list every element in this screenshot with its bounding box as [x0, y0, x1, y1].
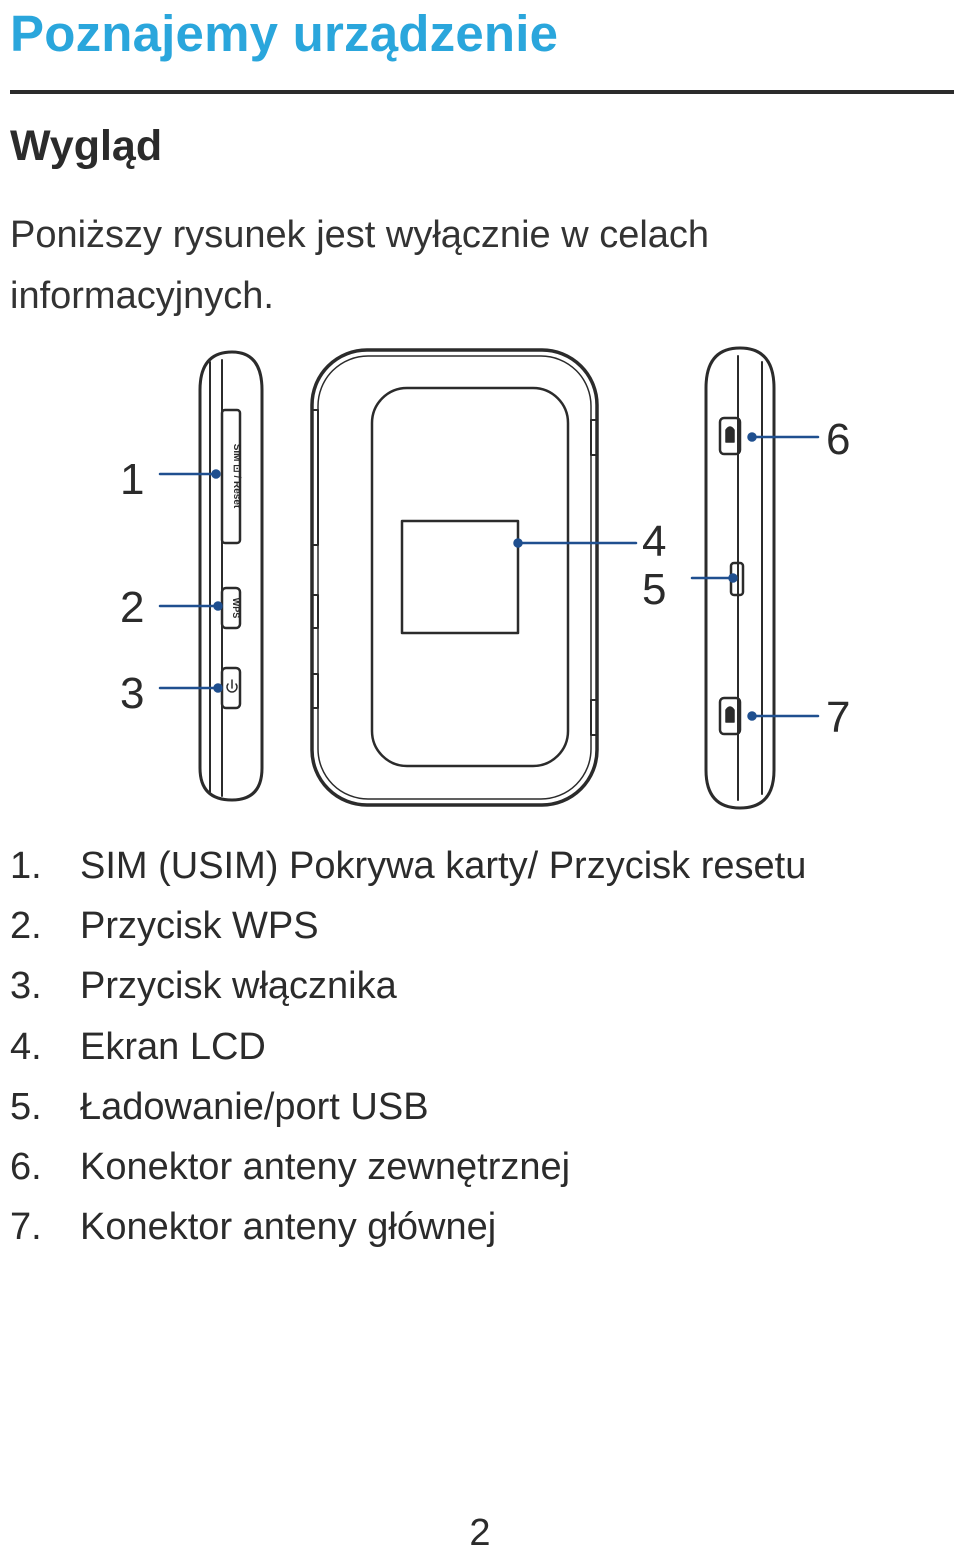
intro-text: Poniższy rysunek jest wyłącznie w celach… — [10, 214, 710, 317]
legend-item: 6. Konektor anteny zewnętrznej — [10, 1137, 806, 1197]
callout-3: 3 — [120, 669, 144, 718]
device-front — [310, 348, 599, 807]
legend-item: 5. Ładowanie/port USB — [10, 1077, 806, 1137]
lcd-screen — [400, 519, 520, 635]
callout-5: 5 — [642, 565, 666, 614]
legend-number: 3. — [10, 965, 42, 1008]
device-illustration: SIM ⊡ / Reset WPS — [0, 340, 960, 820]
legend-text: Przycisk włącznika — [80, 965, 397, 1008]
legend-number: 1. — [10, 845, 42, 887]
device-left-side: SIM ⊡ / Reset WPS — [198, 350, 264, 802]
legend-number: 6. — [10, 1145, 42, 1188]
legend-item: 2. Przycisk WPS — [10, 896, 806, 956]
legend-text: Konektor anteny zewnętrznej — [80, 1145, 571, 1188]
legend-number: 4. — [10, 1025, 42, 1068]
callout-lines — [158, 432, 820, 721]
legend-item: 7. Konektor anteny głównej — [10, 1197, 806, 1257]
legend-item: 4. Ekran LCD — [10, 1017, 806, 1077]
callout-7: 7 — [826, 693, 850, 742]
legend-item: 3. Przycisk włącznika — [10, 956, 806, 1016]
callout-4: 4 — [642, 517, 666, 566]
wps-label: WPS — [231, 598, 241, 619]
legend-text: SIM (USIM) Pokrywa karty/ Przycisk reset… — [80, 845, 807, 887]
sim-cover — [220, 408, 242, 545]
antenna-connector-icon — [718, 416, 742, 456]
legend-text: Przycisk WPS — [80, 905, 319, 948]
antenna-connector-icon — [718, 696, 742, 736]
callout-2: 2 — [120, 583, 144, 632]
callout-1: 1 — [120, 455, 144, 504]
legend-item: 1. SIM (USIM) Pokrywa karty/ Przycisk res… — [10, 836, 806, 896]
legend-number: 5. — [10, 1085, 42, 1128]
title-divider — [10, 90, 954, 94]
legend-number: 2. — [10, 905, 42, 948]
power-icon — [226, 679, 238, 693]
component-legend: 1. SIM (USIM) Pokrywa karty/ Przycisk res… — [10, 836, 806, 1257]
page-number: 2 — [469, 1512, 491, 1554]
section-title: Wygląd — [10, 122, 163, 170]
legend-text: Ładowanie/port USB — [80, 1085, 429, 1128]
page-title: Poznajemy urządzenie — [10, 5, 559, 62]
sim-reset-label: SIM ⊡ / Reset — [231, 444, 242, 509]
legend-text: Ekran LCD — [80, 1025, 266, 1068]
callout-6: 6 — [826, 415, 850, 464]
legend-number: 7. — [10, 1206, 42, 1249]
legend-text: Konektor anteny głównej — [80, 1206, 497, 1249]
